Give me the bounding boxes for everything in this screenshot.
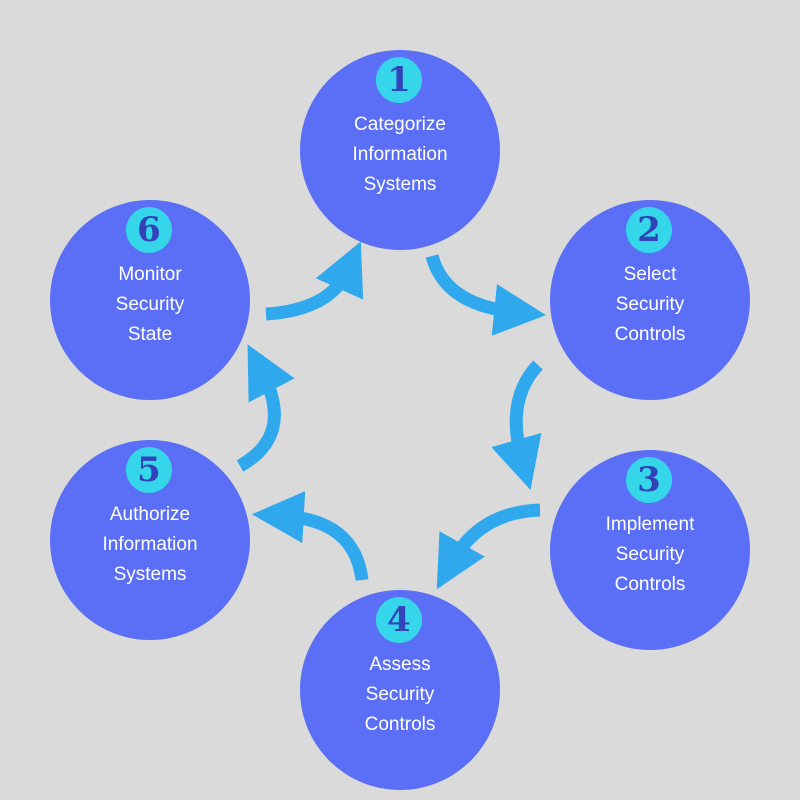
step-2-label-line-1: Select bbox=[623, 264, 677, 285]
step-5-number-badge: 5 bbox=[126, 447, 172, 493]
step-6-label: Monitor Security State bbox=[70, 260, 230, 350]
arrow-6-to-1 bbox=[265, 241, 364, 321]
step-5-circle: 5 Authorize Information Systems bbox=[50, 440, 250, 640]
arrow-2-to-3 bbox=[491, 360, 543, 491]
step-4-label-line-3: Controls bbox=[364, 714, 436, 735]
step-4-label-line-1: Assess bbox=[369, 654, 431, 675]
step-1-circle: 1 Categorize Information Systems bbox=[300, 50, 500, 250]
step-4-label-line-2: Security bbox=[365, 684, 435, 705]
step-3-circle: 3 Implement Security Controls bbox=[550, 450, 750, 650]
step-3-label-line-3: Controls bbox=[614, 574, 686, 595]
step-5-label-line-2: Information bbox=[102, 534, 198, 555]
step-2-label-line-3: Controls bbox=[614, 324, 686, 345]
step-1-number-badge: 1 bbox=[376, 57, 422, 103]
step-6-circle: 6 Monitor Security State bbox=[50, 200, 250, 400]
step-5-label-line-3: Systems bbox=[113, 564, 187, 585]
arrow-1-to-2 bbox=[425, 254, 547, 336]
step-6-label-line-3: State bbox=[127, 324, 173, 345]
step-3-label-line-1: Implement bbox=[605, 514, 695, 535]
step-3-label-line-2: Security bbox=[615, 544, 685, 565]
step-1-label-line-2: Information bbox=[352, 144, 448, 165]
step-6-label-line-2: Security bbox=[115, 294, 185, 315]
arrow-3-to-4 bbox=[436, 503, 541, 590]
step-4-circle: 4 Assess Security Controls bbox=[300, 590, 500, 790]
arrow-5-to-6 bbox=[236, 344, 295, 472]
step-5-label-line-1: Authorize bbox=[109, 504, 191, 525]
step-6-number-badge: 6 bbox=[126, 207, 172, 253]
arrow-4-to-5 bbox=[251, 491, 369, 581]
step-5-label: Authorize Information Systems bbox=[70, 500, 230, 590]
step-4-label: Assess Security Controls bbox=[320, 650, 480, 740]
step-2-circle: 2 Select Security Controls bbox=[550, 200, 750, 400]
step-1-label: Categorize Information Systems bbox=[320, 110, 480, 200]
step-4-number-badge: 4 bbox=[376, 597, 422, 643]
step-2-number-badge: 2 bbox=[626, 207, 672, 253]
step-2-label-line-2: Security bbox=[615, 294, 685, 315]
step-6-label-line-1: Monitor bbox=[118, 264, 182, 285]
step-1-label-line-3: Systems bbox=[363, 174, 437, 195]
step-2-label: Select Security Controls bbox=[570, 260, 730, 350]
step-3-label: Implement Security Controls bbox=[570, 510, 730, 600]
step-3-number-badge: 3 bbox=[626, 457, 672, 503]
step-1-label-line-1: Categorize bbox=[354, 114, 446, 135]
